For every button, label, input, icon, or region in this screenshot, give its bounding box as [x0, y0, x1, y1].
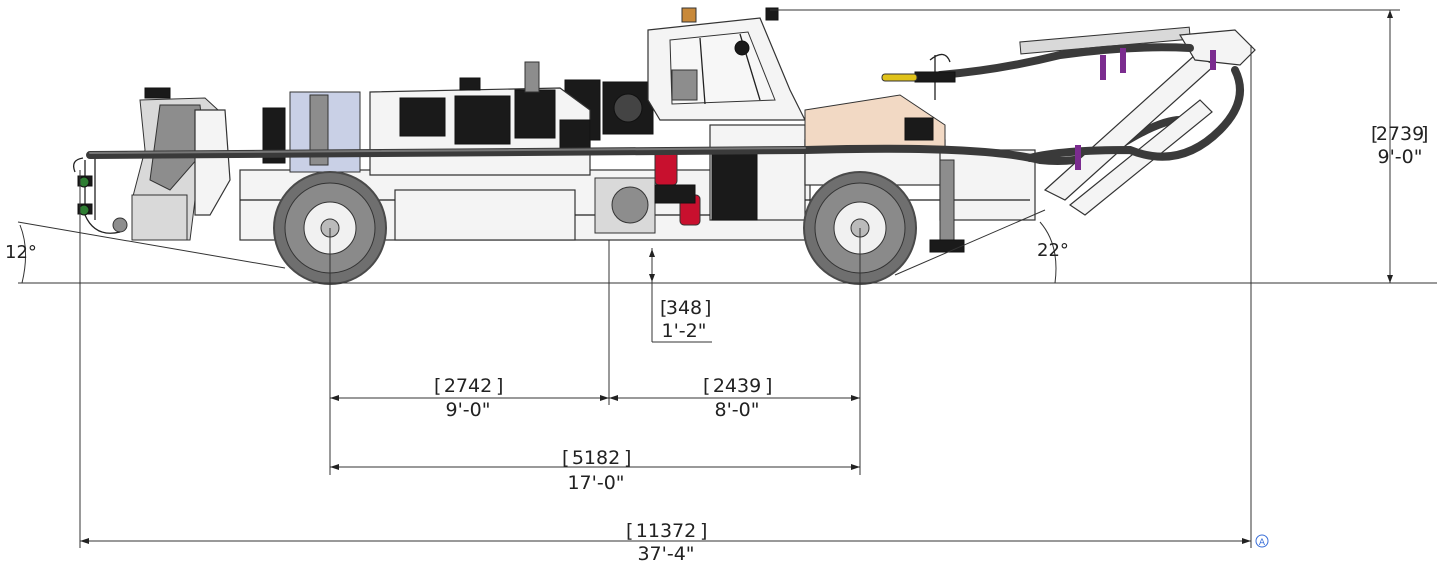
svg-text:]: ] [624, 447, 631, 469]
height-mm: 2739 [1376, 123, 1424, 145]
approach-angle-line [894, 209, 1046, 276]
approach-angle: 22° [1037, 240, 1069, 261]
clearance-ftin: 1'-2" [662, 320, 707, 342]
wheelbase-mm: 5182 [572, 447, 620, 469]
vehicle [72, 7, 1256, 285]
front-nose [804, 94, 946, 151]
overall-length-ftin: 37'-4" [637, 543, 694, 565]
material-hose [86, 116, 1184, 165]
reference-mark-icon [1255, 534, 1269, 548]
front-split-ftin: 8'-0" [715, 399, 760, 421]
reference-mark-label: A [1259, 538, 1266, 548]
svg-text:]: ] [704, 297, 711, 319]
dimension-labels: 2739 9'-0" [ ] 348 1'-2" [ ] 2742 9'-0" … [5, 123, 1428, 565]
beacon-light [681, 7, 697, 23]
overall-length-mm: 11372 [636, 520, 696, 542]
clearance-mm: 348 [666, 297, 702, 319]
svg-text:[: [ [703, 375, 710, 397]
rear-spray-unit [72, 87, 231, 241]
svg-text:[: [ [1371, 123, 1378, 145]
svg-text:[: [ [562, 447, 569, 469]
svg-text:]: ] [1421, 123, 1428, 145]
spray-nozzle [881, 73, 918, 82]
svg-text:]: ] [496, 375, 503, 397]
tank [262, 91, 361, 173]
departure-angle-line [17, 221, 286, 269]
stabilizer-leg [929, 159, 965, 253]
height-ftin: 9'-0" [1378, 146, 1423, 168]
svg-text:[: [ [626, 520, 633, 542]
engine-compartment [369, 61, 591, 176]
departure-angle: 12° [5, 242, 37, 263]
svg-text:]: ] [765, 375, 772, 397]
svg-text:[: [ [434, 375, 441, 397]
rear-split-mm: 2742 [444, 375, 492, 397]
dimension-lines [17, 9, 1437, 548]
svg-text:[: [ [660, 297, 667, 319]
operator-cab [647, 7, 806, 121]
wheelbase-ftin: 17'-0" [567, 472, 624, 494]
rear-split-ftin: 9'-0" [446, 399, 491, 421]
pump-assembly [594, 149, 758, 234]
svg-text:]: ] [700, 520, 707, 542]
front-split-mm: 2439 [713, 375, 761, 397]
spray-boom [881, 26, 1256, 216]
